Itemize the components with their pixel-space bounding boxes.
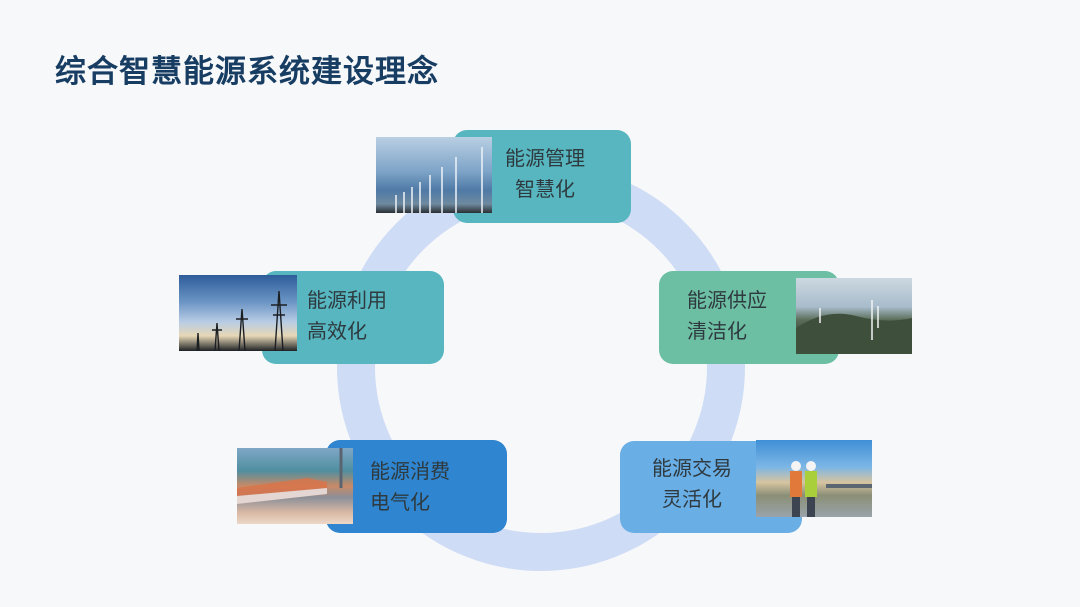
- concept-line2: 高效化: [307, 319, 367, 343]
- concept-line2: 智慧化: [515, 177, 575, 201]
- electric-train-photo: [237, 448, 353, 524]
- concept-line1: 能源管理: [505, 146, 585, 170]
- engineers-solar-panels-photo: [756, 440, 872, 517]
- concept-box-consumption: 能源消费 电气化: [326, 440, 507, 533]
- concept-line2: 灵活化: [662, 487, 722, 511]
- concept-line2: 清洁化: [687, 319, 747, 343]
- mountain-wind-farm-photo: [796, 278, 912, 354]
- concept-line1: 能源供应: [687, 288, 767, 312]
- wind-turbines-photo: [376, 137, 492, 213]
- power-towers-photo: [179, 275, 297, 351]
- concept-line1: 能源交易: [652, 456, 732, 480]
- concept-line1: 能源利用: [307, 288, 387, 312]
- slide-title: 综合智慧能源系统建设理念: [55, 54, 439, 90]
- concept-line2: 电气化: [370, 490, 430, 514]
- concept-line1: 能源消费: [370, 459, 450, 483]
